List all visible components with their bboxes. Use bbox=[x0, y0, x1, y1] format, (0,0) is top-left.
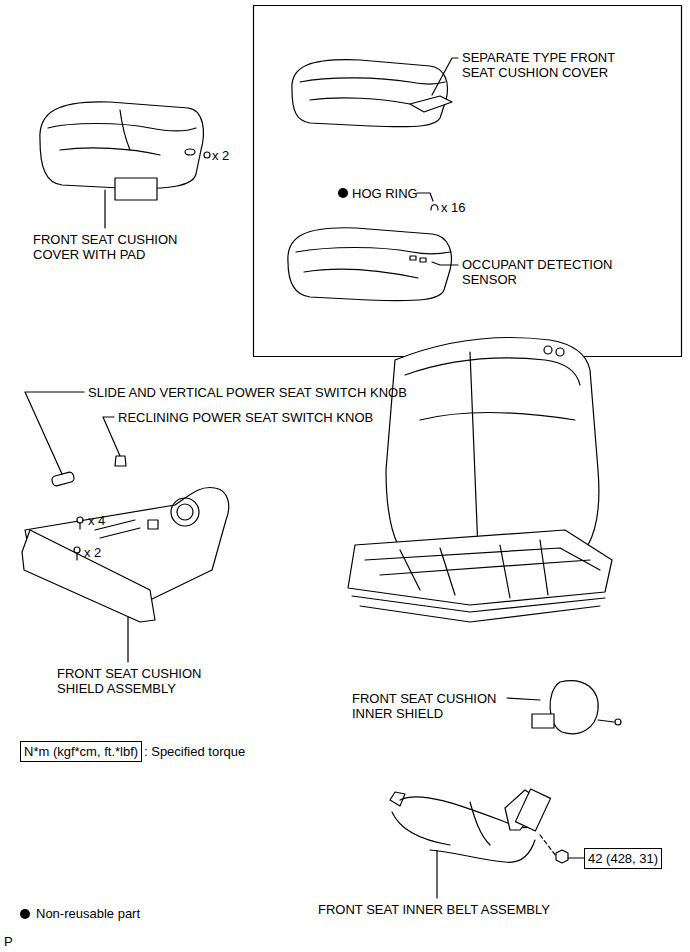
part-name: SEPARATE TYPE FRONT SEAT CUSHION COVER bbox=[462, 50, 640, 80]
box-text: N*m (kgf*cm, ft.*lbf) bbox=[24, 744, 138, 759]
torque-note: : Specified torque bbox=[144, 744, 304, 759]
part-name: FRONT SEAT INNER BELT ASSEMBLY bbox=[318, 902, 638, 917]
cushion-cover-with-pad bbox=[40, 102, 210, 228]
legend-sample bbox=[20, 909, 30, 919]
page-mark: P bbox=[4, 934, 24, 949]
occupant-detection-sensor bbox=[288, 228, 458, 301]
part-name: FRONT SEAT CUSHION INNER SHIELD bbox=[352, 691, 520, 721]
part-name: FRONT SEAT CUSHION COVER WITH PAD bbox=[33, 232, 201, 262]
legend-row: Non-reusable part bbox=[36, 906, 286, 921]
cushion-inner-shield bbox=[507, 681, 621, 734]
torque-box: 42 (428, 31) bbox=[584, 848, 662, 869]
group-frame bbox=[254, 6, 682, 357]
part-name: SLIDE AND VERTICAL POWER SEAT SWITCH KNO… bbox=[88, 385, 468, 400]
part-name: OCCUPANT DETECTION SENSOR bbox=[462, 257, 640, 287]
switch-knobs bbox=[25, 392, 126, 487]
inner-belt-assembly bbox=[390, 789, 584, 898]
part-name: RECLINING POWER SEAT SWITCH KNOB bbox=[118, 410, 418, 425]
box-text: 42 (428, 31) bbox=[588, 851, 658, 866]
quantity: x 4 bbox=[88, 513, 124, 528]
front-seat-assembly bbox=[348, 338, 612, 623]
legend-text: Non-reusable part bbox=[36, 906, 140, 921]
separate-cushion-cover bbox=[292, 58, 458, 127]
part-name: FRONT SEAT CUSHION SHIELD ASSEMBLY bbox=[57, 666, 225, 696]
part-name: HOG RING bbox=[352, 186, 422, 201]
torque-legend-box: N*m (kgf*cm, ft.*lbf) bbox=[20, 741, 142, 762]
cushion-shield-assembly bbox=[22, 487, 229, 662]
quantity: x 16 bbox=[441, 200, 481, 215]
quantity: x 2 bbox=[212, 148, 248, 163]
quantity: x 2 bbox=[84, 545, 120, 560]
